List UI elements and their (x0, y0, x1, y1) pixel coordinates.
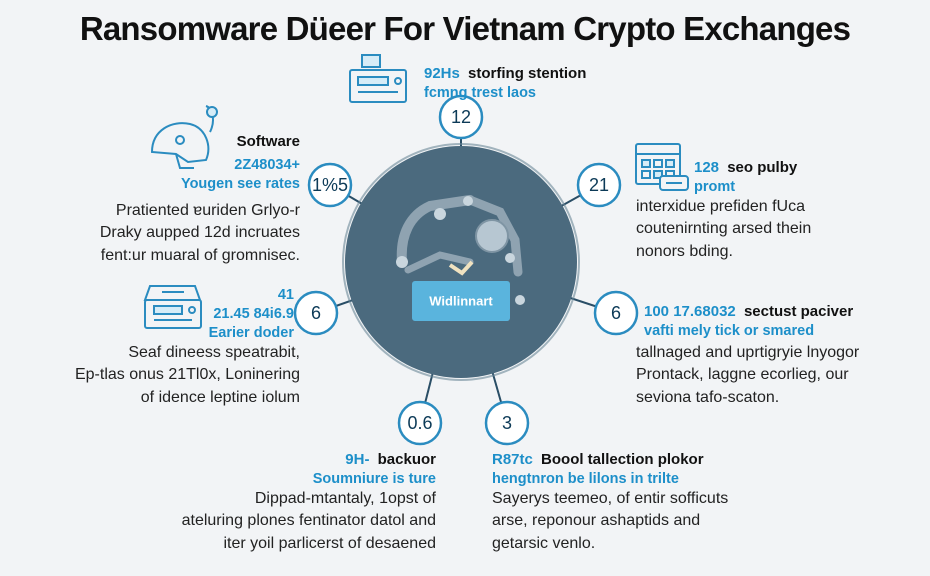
node-mid-left-label: 6 (311, 303, 321, 323)
card-reader-icon (143, 285, 202, 329)
block-bottom-left-title: backuor (377, 451, 436, 468)
block-bottom-left-body: Dippad-mtantaly, 1opst of ateluring plon… (140, 488, 436, 555)
page-title: Ransomware Düeer For Vietnam Crypto Exch… (79, 10, 851, 47)
hub-card-label: Widlinnart (429, 294, 493, 309)
node-lower-right-label: 3 (502, 413, 512, 433)
node-upper-left-label: 1%5 (312, 175, 348, 195)
block-bottom-right-heading: R87tc Boool tallection plokor (492, 450, 752, 470)
hub-card (412, 281, 510, 321)
node-mid-left[interactable]: 6 (293, 290, 339, 336)
block-upper-right-title: seo pulby (727, 159, 798, 176)
block-bottom-left-subtitle: Soumniure is ture (312, 470, 436, 487)
block-bottom-right-number: R87tc (492, 451, 533, 468)
block-bottom-left-line-3: iter yoil parlicerst of desaened (223, 534, 436, 552)
block-mid-left: 41 21.45 84i6.9 Earier doder (120, 286, 294, 343)
block-mid-left-line-1: Seaf dineess speatrabit, (128, 344, 300, 361)
block-bottom-right-line-1: Sayerys teemeo, of entir sofficuts (492, 490, 729, 507)
node-mid-right-label: 6 (611, 303, 621, 323)
block-upper-right-line-3: nonors bding. (636, 242, 733, 260)
block-upper-right: 128 seo pulby promt (694, 158, 894, 197)
server-icon (349, 54, 407, 103)
block-upper-right-body: interxidue prefiden fUca coutenirnting a… (636, 196, 896, 263)
block-upper-left-number: 2Z48034+ (234, 156, 300, 173)
block-mid-left-subtitle: Earier doder (208, 325, 294, 342)
block-bottom-right-subtitle: hengtnron be lilons in trilte (492, 470, 679, 487)
block-mid-right-line-2: Prontack, laggne ecorlieg, our (636, 366, 849, 384)
block-top: 92Hs storfing stention fcmng trest laos (424, 64, 644, 103)
block-upper-right-line-2: coutenirnting arsed thein (636, 220, 812, 238)
node-top[interactable]: 12 (438, 94, 484, 140)
node-upper-right-label: 21 (589, 175, 609, 195)
mouse-laptop-icon (150, 105, 218, 169)
block-mid-left-line-2: Ep-tlas onus 21Tl0x, Loninering (74, 366, 300, 384)
block-top-heading: 92Hs storfing stention (424, 64, 644, 84)
network-hub-icon (396, 195, 525, 305)
calendar-grid-icon (635, 143, 689, 191)
block-mid-right: 100 17.68032 sectust paciver vafti mely … (644, 302, 904, 341)
block-upper-left-subtitle: Yougen see rates (180, 175, 300, 192)
block-mid-left-body: Seaf dineess speatrabit, Ep-tlas onus 21… (20, 342, 300, 409)
block-mid-left-number: 41 (277, 287, 294, 303)
block-bottom-right-line-2: arse, reponour ashaptids and (492, 512, 701, 530)
node-mid-right[interactable]: 6 (593, 290, 639, 336)
block-mid-right-number: 100 17.68032 (644, 303, 736, 320)
block-upper-right-subtitle: promt (694, 178, 736, 195)
block-bottom-left-heading: 9H- backuor (230, 450, 436, 470)
node-lower-right[interactable]: 3 (484, 400, 530, 446)
block-top-title: storfing stention (468, 65, 587, 82)
block-top-number: 92Hs (424, 65, 460, 82)
block-upper-left-line-3: fent:ur muaral of gromnisec. (100, 246, 300, 264)
node-top-label: 12 (451, 107, 471, 127)
block-mid-right-body: tallnaged and uprtigryie lnyogor Prontac… (636, 342, 916, 409)
block-mid-right-subtitle: vafti mely tick or smared (644, 322, 815, 339)
block-bottom-right-line-3: getarsic venlo. (492, 534, 596, 552)
block-upper-left-body: Pratiented ɐuriden Grlyo-r Draky aupped … (40, 200, 300, 267)
block-top-subtitle: fcmng trest laos (424, 84, 536, 101)
block-mid-right-line-3: seviona tafo-scaton. (636, 388, 780, 406)
hub-ring (342, 143, 580, 381)
block-mid-right-title: sectust paciver (743, 303, 854, 320)
node-lower-left-label: 0.6 (407, 413, 432, 433)
block-upper-left-line-2: Draky aupped 12d incruates (99, 224, 300, 242)
node-upper-left[interactable]: 1%5 (307, 162, 353, 208)
block-mid-right-heading: 100 17.68032 sectust paciver (644, 302, 904, 322)
block-upper-right-heading: 128 seo pulby (694, 158, 894, 178)
block-bottom-left-number: 9H- (345, 451, 370, 468)
block-upper-left-title: Software (236, 133, 300, 150)
block-mid-right-line-1: tallnaged and uprtigryie lnyogor (636, 344, 860, 361)
block-bottom-left-line-2: ateluring plones fentinator datol and (181, 512, 436, 530)
block-bottom-right: R87tc Boool tallection plokor hengtnron … (492, 450, 752, 489)
node-lower-left[interactable]: 0.6 (397, 400, 443, 446)
block-bottom-right-body: Sayerys teemeo, of entir sofficuts arse,… (492, 488, 772, 555)
block-bottom-left: 9H- backuor Soumniure is ture (230, 450, 436, 489)
block-mid-left-line-3: of idence leptine iolum (140, 388, 300, 406)
block-bottom-right-title: Boool tallection plokor (541, 451, 704, 468)
node-upper-right[interactable]: 21 (576, 162, 622, 208)
block-upper-left-line-1: Pratiented ɐuriden Grlyo-r (115, 202, 300, 219)
block-upper-right-line-1: interxidue prefiden fUca (636, 198, 805, 215)
block-upper-left: Software 2Z48034+ Yougen see rates (80, 132, 300, 194)
block-bottom-left-line-1: Dippad-mtantaly, 1opst of (254, 490, 436, 507)
block-mid-left-number-2: 21.45 84i6.9 (213, 306, 294, 323)
block-upper-right-number: 128 (694, 159, 720, 176)
